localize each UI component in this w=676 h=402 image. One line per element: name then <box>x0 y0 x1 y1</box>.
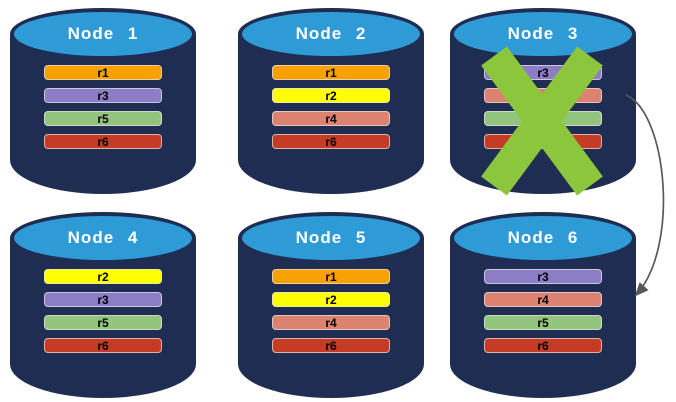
replica-bar: r1 <box>272 269 390 284</box>
replica-list: r1 r2 r4 r6 <box>238 269 424 361</box>
node-3-cylinder: Node 3 r3 <box>450 8 636 196</box>
failure-x-icon <box>481 46 603 196</box>
replica-bar: r5 <box>44 111 162 126</box>
cylinder-top: Node 2 <box>238 8 424 60</box>
replica-bar: r1 <box>272 65 390 80</box>
node-6-cylinder: Node 6 r3 r4 r5 r6 <box>450 212 636 398</box>
replica-bar: r3 <box>484 269 602 284</box>
replica-bar: r6 <box>44 338 162 353</box>
node-5-cylinder: Node 5 r1 r2 r4 r6 <box>238 212 424 398</box>
replica-bar: r6 <box>272 338 390 353</box>
replica-bar: r5 <box>484 315 602 330</box>
x-stroke <box>481 46 603 196</box>
node-title: Node 4 <box>67 228 139 247</box>
cylinder-top: Node 1 <box>10 8 196 60</box>
cylinder-top: Node 5 <box>238 212 424 264</box>
replica-bar: r5 <box>44 315 162 330</box>
replica-bar: r4 <box>272 315 390 330</box>
cylinder-top: Node 3 <box>450 8 636 60</box>
node-title: Node 1 <box>67 24 139 43</box>
node-4-cylinder: Node 4 r2 r3 r5 r6 <box>10 212 196 398</box>
replica-bar: r2 <box>44 269 162 284</box>
replica-bar: r1 <box>44 65 162 80</box>
replica-bar: r6 <box>272 134 390 149</box>
node-title: Node 2 <box>295 24 367 43</box>
cylinder-top: Node 4 <box>10 212 196 264</box>
node-2-cylinder: Node 2 r1 r2 r4 r6 <box>238 8 424 194</box>
replica-bar: r2 <box>272 88 390 103</box>
replica-bar: r4 <box>484 292 602 307</box>
node-title: Node 5 <box>295 228 367 247</box>
node-title: Node 3 <box>507 24 579 43</box>
node-title: Node 6 <box>507 228 579 247</box>
replica-bar: r3 <box>44 88 162 103</box>
replica-bar: r6 <box>484 338 602 353</box>
replica-list: r1 r2 r4 r6 <box>238 65 424 157</box>
replica-bar: r6 <box>44 134 162 149</box>
replica-bar: r4 <box>272 111 390 126</box>
replica-bar: r2 <box>272 292 390 307</box>
node-1-cylinder: Node 1 r1 r3 r5 r6 <box>10 8 196 194</box>
replica-list: r2 r3 r5 r6 <box>10 269 196 361</box>
cylinder-top: Node 6 <box>450 212 636 264</box>
replica-list: r3 r4 r5 r6 <box>450 269 636 361</box>
replica-list: r1 r3 r5 r6 <box>10 65 196 157</box>
replica-bar: r3 <box>44 292 162 307</box>
